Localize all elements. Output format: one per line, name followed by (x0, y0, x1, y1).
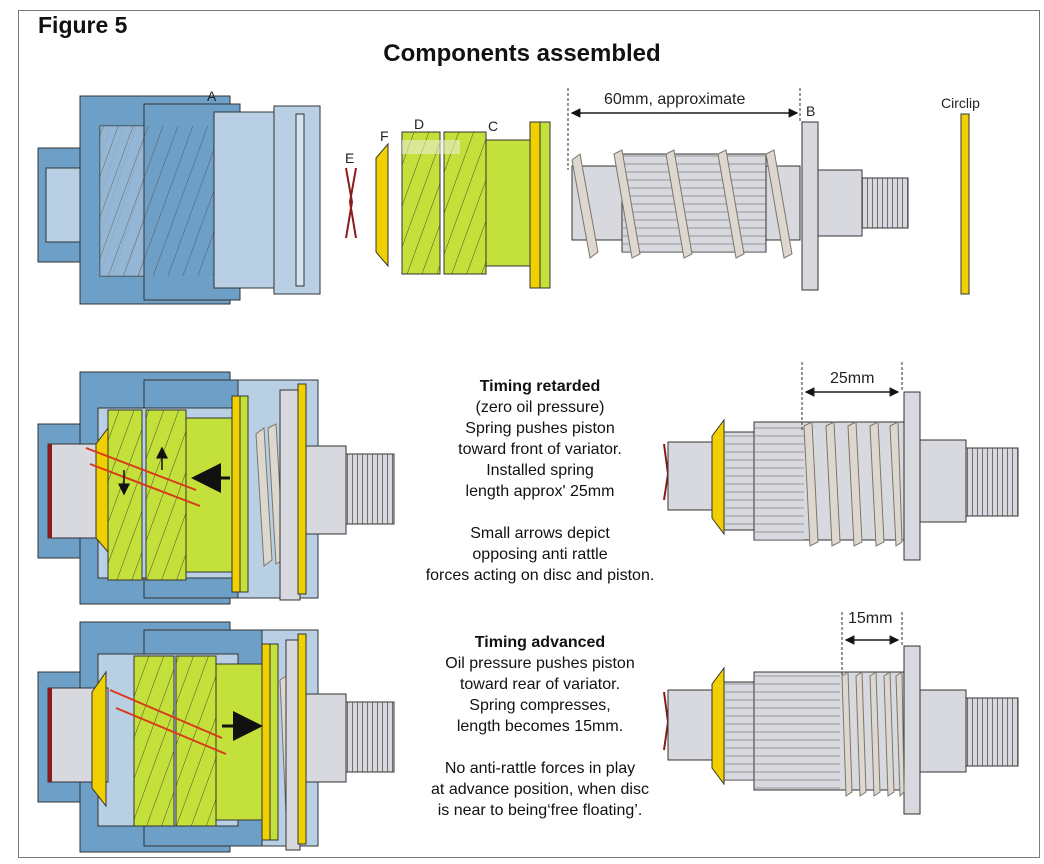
housing-a-exploded (37, 95, 321, 305)
part-label-circlip: Circlip (941, 95, 980, 111)
retarded-line: (zero oil pressure) (475, 399, 605, 416)
retarded-heading: Timing retarded (479, 378, 601, 395)
retarded-line: Spring pushes piston (465, 420, 615, 437)
shaft-advanced-detail (663, 645, 1019, 815)
piston-c-advanced (215, 643, 279, 841)
spring-retarded-detail (803, 421, 903, 547)
shaft-flange-retarded (279, 389, 301, 601)
retarded-line: length approx' 25mm (465, 483, 615, 500)
advanced-caption: Timing advanced Oil pressure pushes pist… (390, 632, 690, 821)
dimension-15mm (841, 612, 903, 676)
circlip-advanced (297, 633, 307, 845)
disc-f-advanced (91, 670, 107, 808)
figure-frame (18, 10, 1040, 858)
spring-advanced-detail (841, 671, 905, 798)
gear-d-advanced (133, 655, 217, 827)
offset-lines-retarded (85, 447, 201, 507)
part-label-d: D (414, 116, 425, 132)
advanced-line: length becomes 15mm. (456, 718, 624, 735)
figure-title: Components assembled (383, 40, 661, 67)
disc-f-exploded (375, 142, 389, 268)
advanced-note-line: No anti-rattle forces in play (444, 760, 636, 777)
dimension-label-25mm: 25mm (830, 370, 875, 387)
clip-e-exploded (345, 167, 357, 239)
offset-lines-advanced (109, 689, 227, 755)
shaft-stub-advanced (305, 693, 347, 783)
advanced-line: Oil pressure pushes piston (445, 655, 635, 672)
figure-label: Figure 5 (38, 12, 128, 38)
circlip (960, 113, 970, 295)
part-label-a: A (207, 88, 217, 104)
retarded-note-line: opposing anti rattle (472, 546, 608, 563)
gear-d-exploded (401, 131, 487, 275)
gear-d-retarded (107, 409, 187, 581)
dimension-25mm (801, 362, 903, 430)
circlip-retarded (297, 383, 307, 595)
dimension-60mm (567, 88, 801, 170)
advanced-note-line: is near to being‘free floating’. (437, 802, 643, 819)
retarded-note-line: Small arrows depict (470, 525, 610, 542)
retarded-line: Installed spring (486, 462, 594, 479)
advanced-note-line: at advance position, when disc (431, 781, 649, 798)
part-label-f: F (380, 128, 389, 144)
piston-c-exploded (485, 121, 551, 289)
dimension-label-60mm: 60mm, approximate (604, 91, 746, 108)
advanced-line: toward rear of variator. (459, 676, 621, 693)
advanced-heading: Timing advanced (474, 634, 606, 651)
retarded-caption: Timing retarded (zero oil pressure) Spri… (390, 376, 690, 586)
shaft-retarded-detail (663, 391, 1019, 561)
part-label-c: C (488, 118, 499, 134)
spring-exploded (571, 149, 793, 259)
shaft-stub-retarded (305, 445, 347, 535)
shaft-b-exploded (571, 121, 909, 291)
dimension-label-15mm: 15mm (848, 610, 893, 627)
part-label-e: E (345, 150, 355, 166)
retarded-line: toward front of variator. (458, 441, 622, 458)
piston-c-retarded (185, 395, 249, 593)
advanced-line: Spring compresses, (469, 697, 611, 714)
part-label-b: B (806, 103, 816, 119)
disc-f-retarded (95, 426, 109, 554)
retarded-note-line: forces acting on disc and piston. (425, 567, 655, 584)
